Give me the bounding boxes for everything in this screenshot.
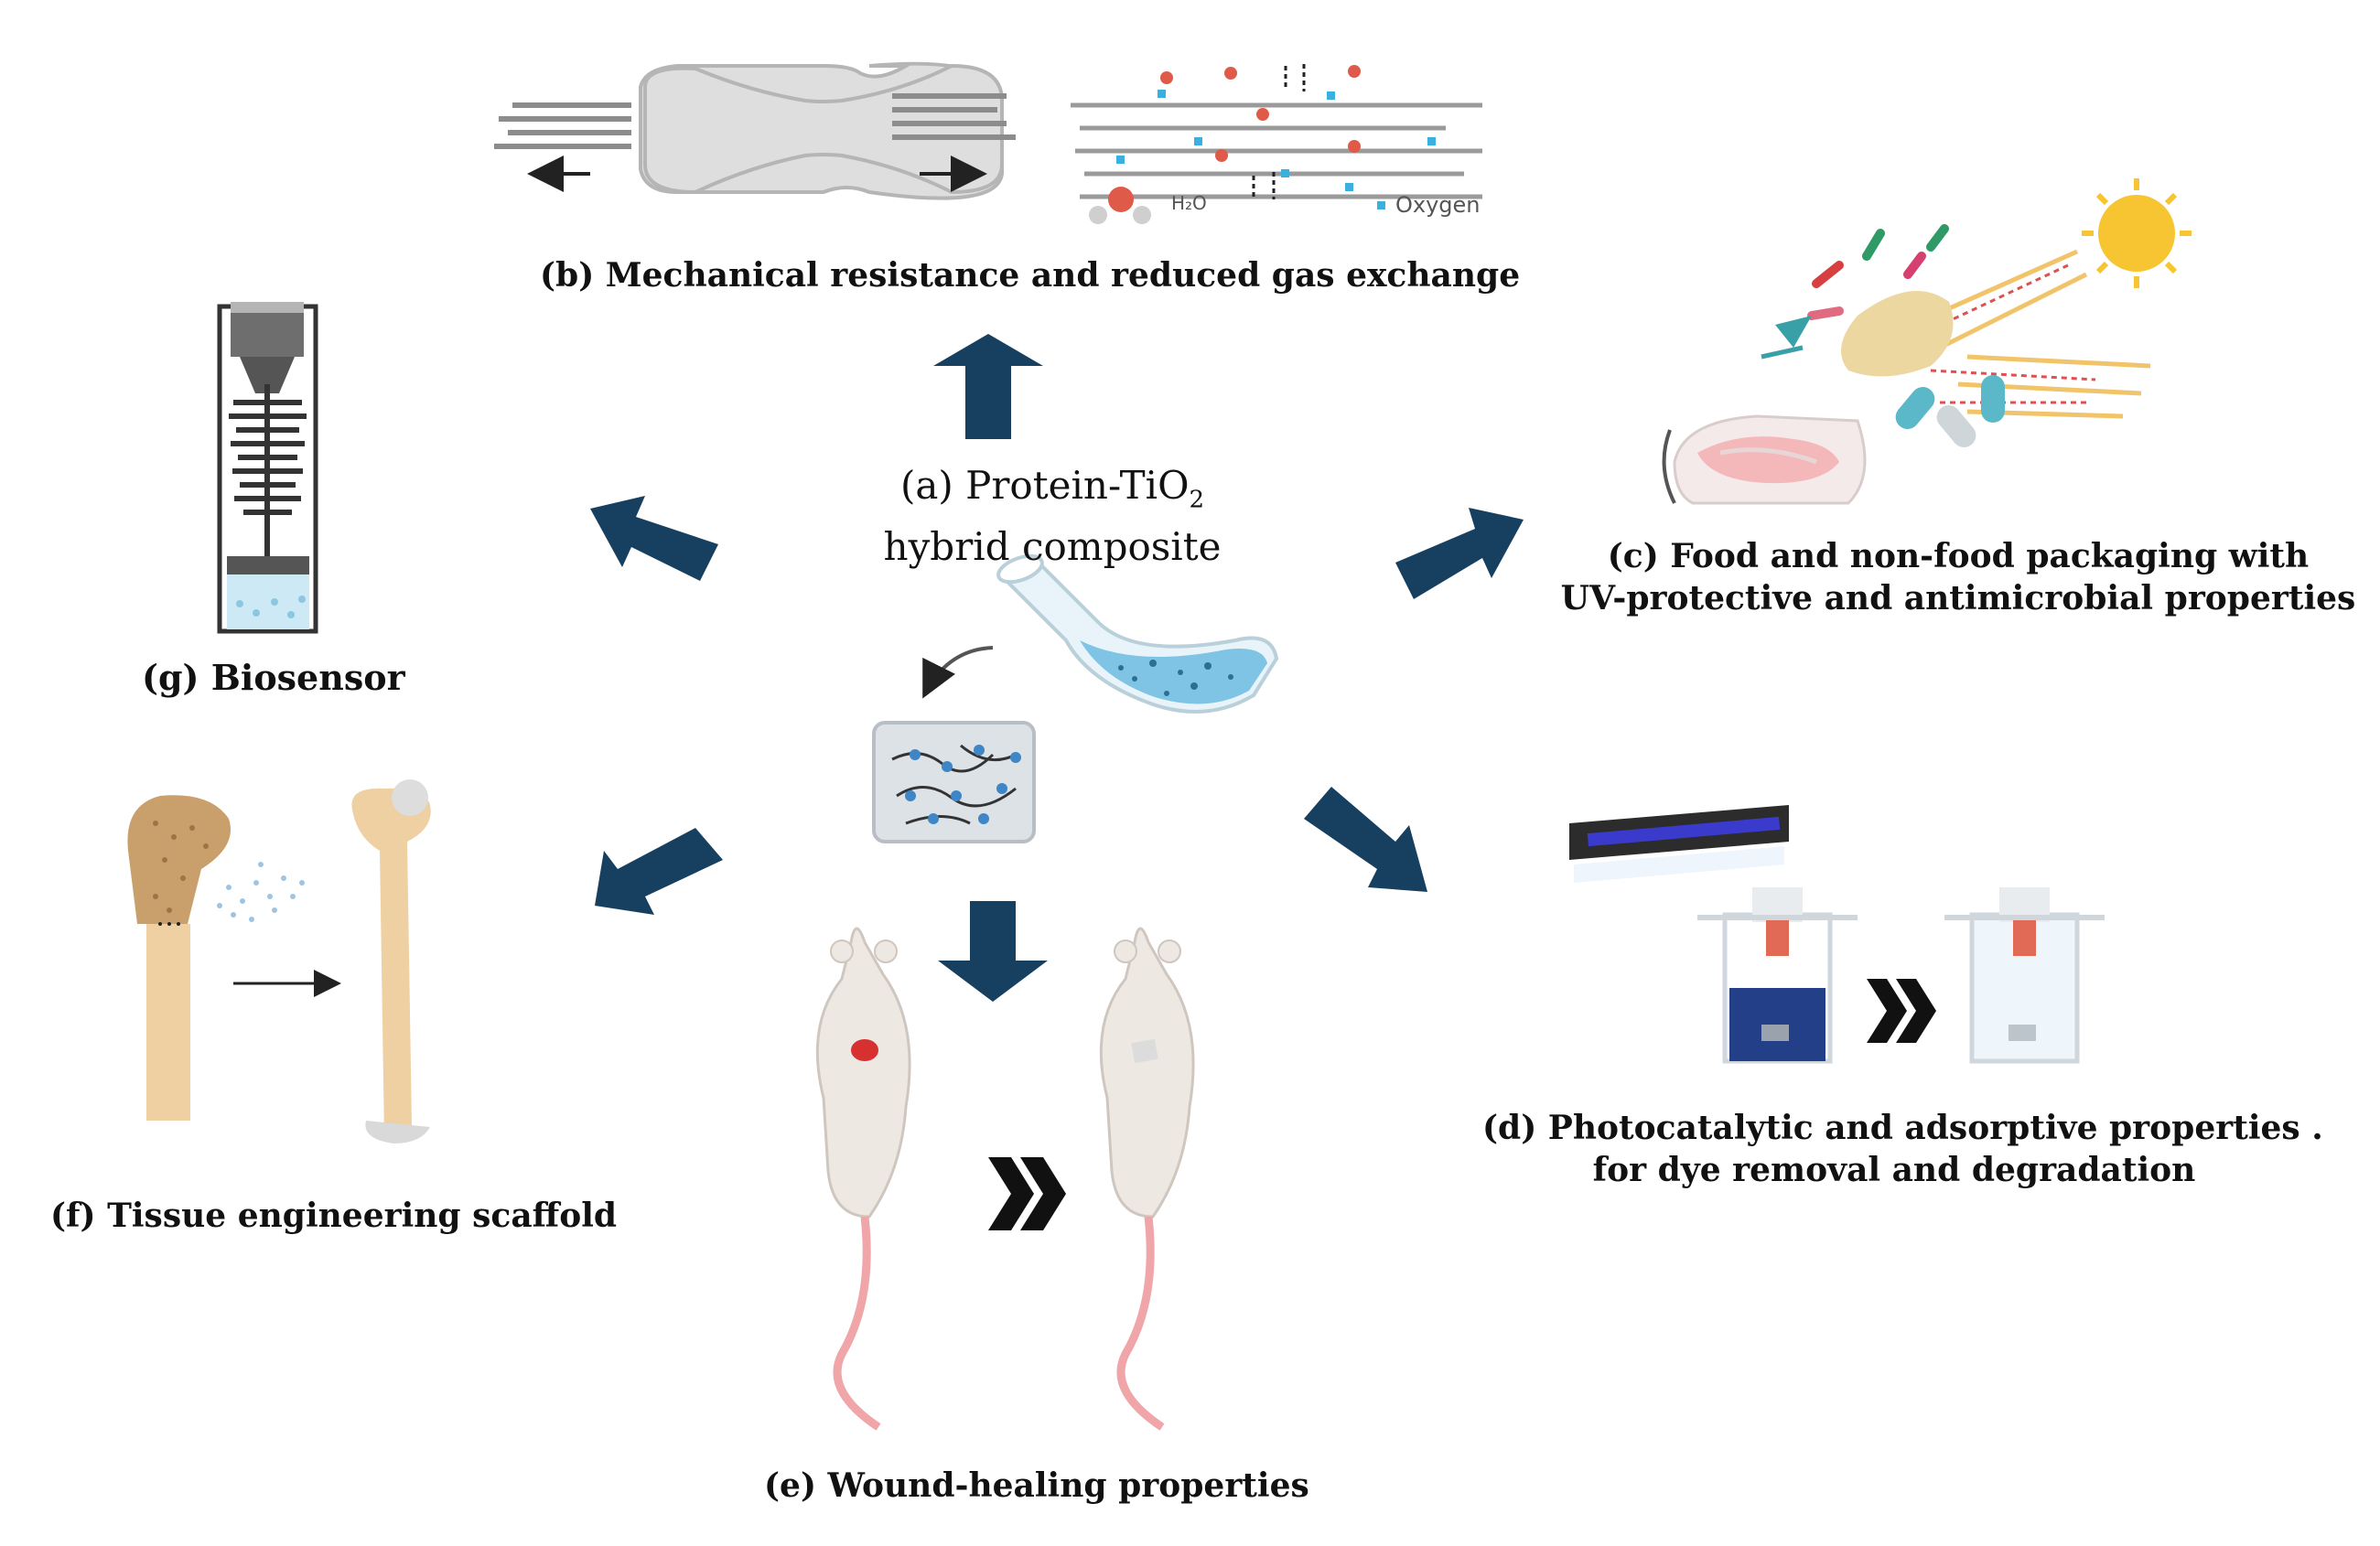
uv-lamp-illustration: [1569, 805, 1789, 883]
label-c: (c) Food and non-food packaging with UV-…: [1556, 535, 2361, 619]
arrow-down-to-e: [938, 901, 1048, 1002]
water-molecule-icon: [1089, 187, 1151, 224]
dye-vessel-after: [1944, 887, 2105, 1064]
biosensor-device-illustration: [217, 302, 318, 634]
label-e: (e) Wound-healing properties: [764, 1466, 1309, 1505]
direction-arrows: [590, 334, 1524, 1002]
center-title-line2: hybrid composite: [883, 524, 1222, 570]
bone-scaffold-illustration: [127, 779, 431, 1143]
label-d: (d) Photocatalytic and adsorptive proper…: [1482, 1107, 2323, 1191]
wound-mark: [851, 1039, 878, 1061]
label-d-line2: for dye removal and degradation: [1592, 1151, 2196, 1189]
label-c-line2: UV-protective and antimicrobial properti…: [1560, 579, 2356, 617]
arrow-to-d: [1304, 787, 1427, 892]
packaging-illustration: [1662, 178, 2192, 505]
oxygen-legend-swatch: [1377, 201, 1385, 209]
center-title: (a) Protein-TiO2 hybrid composite: [824, 462, 1281, 571]
arrow-to-g: [590, 496, 718, 581]
arrow-to-f: [595, 828, 723, 915]
curved-process-arrow: [922, 646, 994, 699]
arrow-to-c: [1395, 508, 1524, 599]
water-label: H₂O: [1171, 192, 1207, 214]
tensile-specimen-illustration: [494, 61, 1016, 200]
label-d-line1: (d) Photocatalytic and adsorptive proper…: [1482, 1109, 2323, 1147]
label-f: (f) Tissue engineering scaffold: [50, 1197, 618, 1235]
bacteria-icons: [1807, 224, 1949, 320]
sun-icon: [2098, 195, 2175, 272]
rat-before-illustration: [815, 927, 911, 1431]
scaffold-particles: [217, 862, 305, 922]
center-title-prefix: (a) Protein-TiO: [899, 463, 1190, 508]
gas-barrier-illustration: [1071, 64, 1482, 224]
flask-icon: [996, 553, 1279, 714]
composite-film-icon: [872, 721, 1036, 843]
oxygen-label: Oxygen: [1395, 192, 1481, 218]
meat-tray-icon: [1662, 414, 1867, 505]
label-c-line1: (c) Food and non-food packaging with: [1607, 537, 2310, 575]
double-chevron-icon: [988, 1157, 1066, 1230]
arrow-up-to-b: [933, 334, 1043, 439]
rat-after-illustration: [1099, 927, 1195, 1431]
label-g: (g) Biosensor: [142, 657, 405, 698]
capsule-icons: [1895, 375, 2005, 447]
label-b: (b) Mechanical resistance and reduced ga…: [540, 256, 1521, 295]
center-title-subscript: 2: [1189, 486, 1205, 514]
double-chevron-icon-2: [1867, 979, 1936, 1043]
dye-vessel-before: [1697, 887, 1858, 1064]
